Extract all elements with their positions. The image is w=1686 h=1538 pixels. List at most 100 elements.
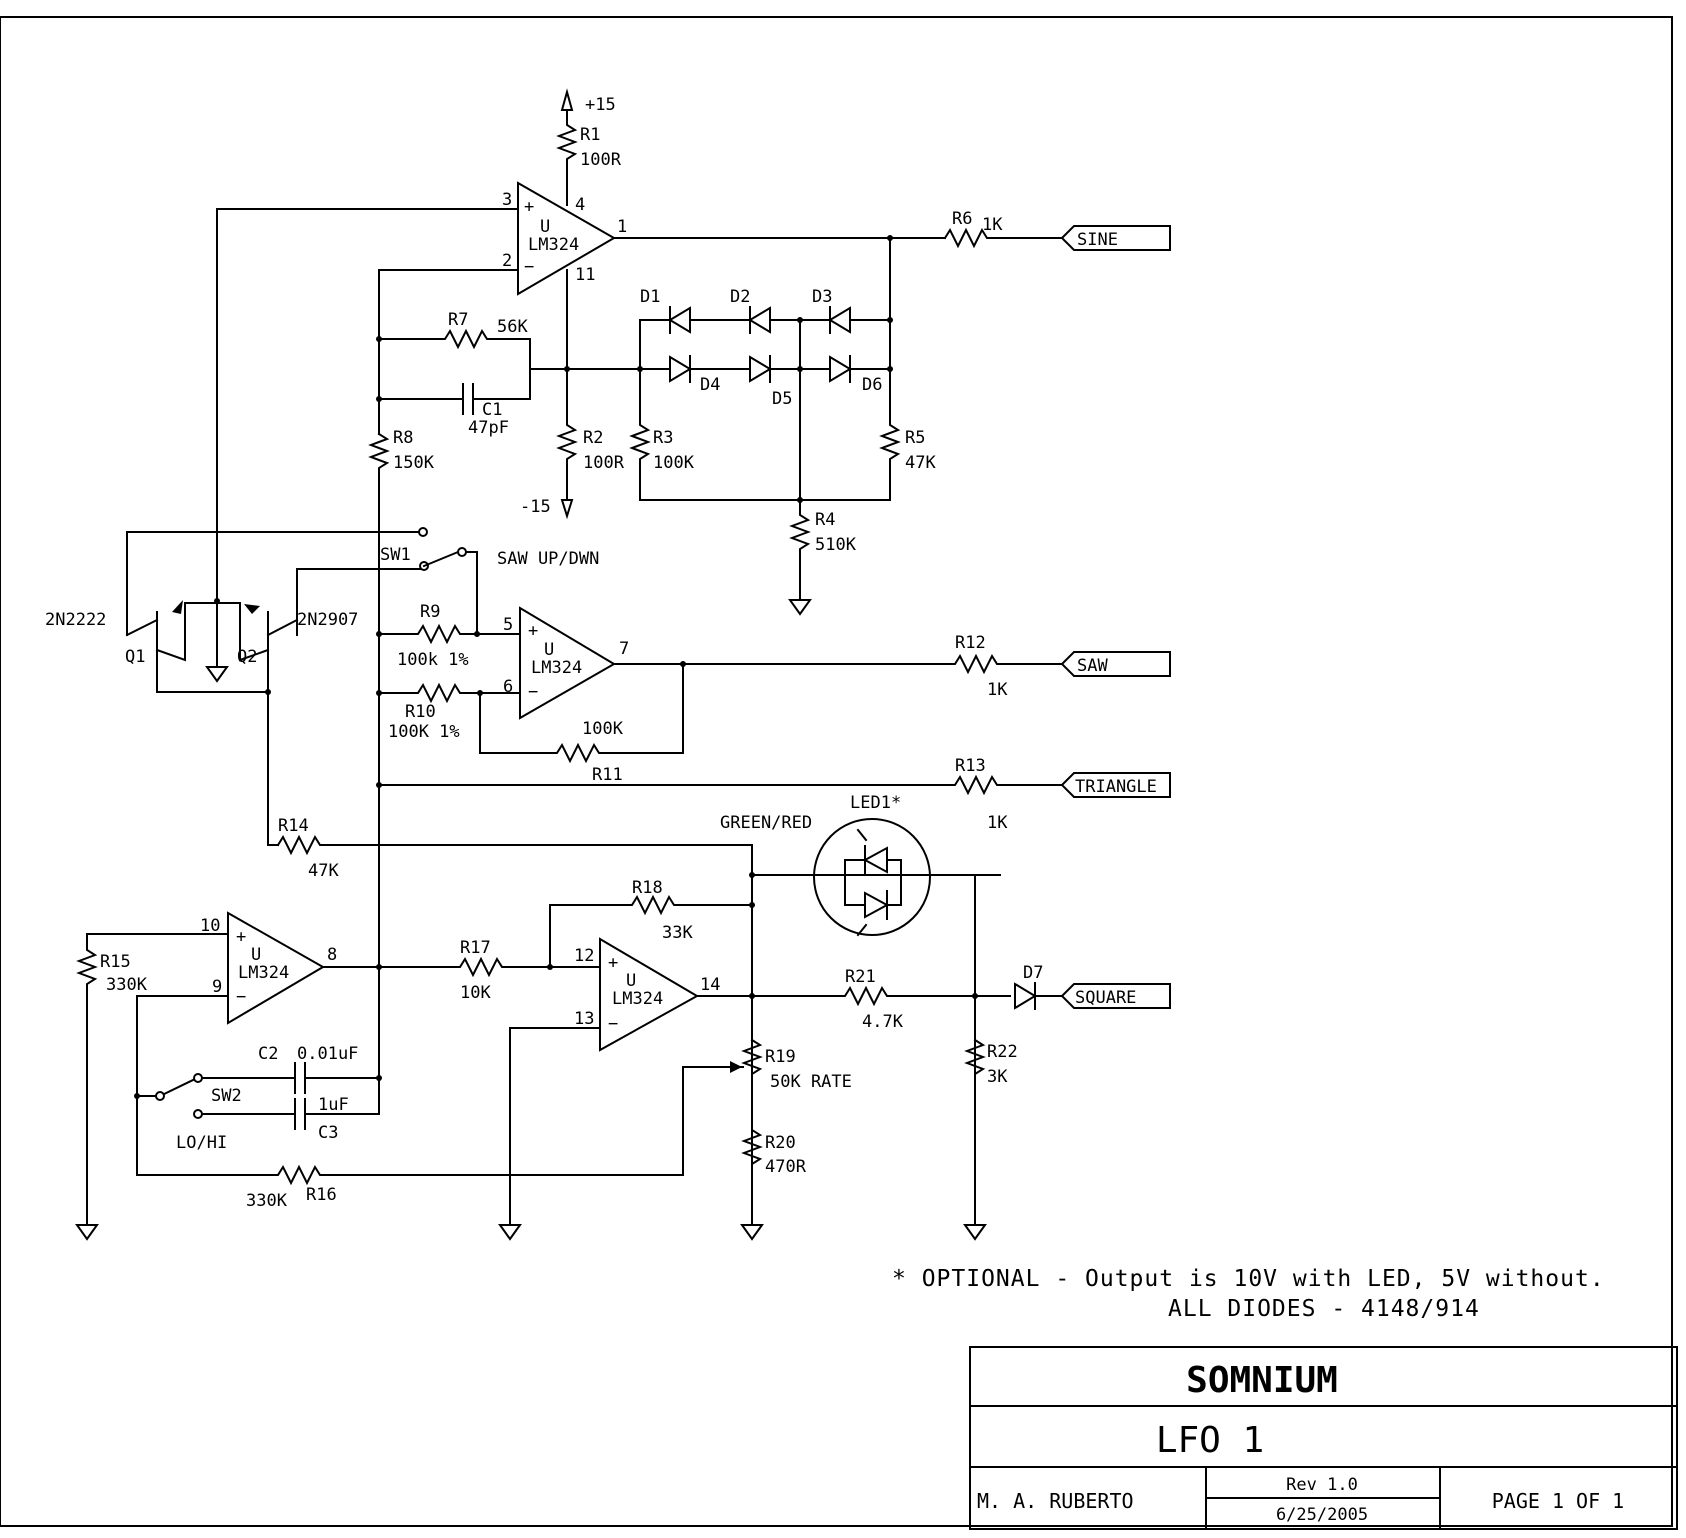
part-label: 2N2907 [297, 610, 358, 630]
opamp-u-bl [227, 911, 325, 1025]
author: M. A. RUBERTO [977, 1489, 1134, 1513]
resistor-r4 [789, 499, 811, 601]
ref-label: D6 [862, 375, 882, 395]
wire [929, 874, 976, 1234]
resistor-r6 [943, 227, 1063, 249]
ref-label: R19 [765, 1047, 796, 1067]
ref-label: R8 [393, 428, 413, 448]
value-label: 1uF [318, 1095, 349, 1115]
output-port-triangle [1060, 772, 1171, 798]
opamp-u-mid [519, 606, 616, 720]
switch-sw2[interactable] [136, 1078, 195, 1097]
wire [465, 551, 478, 635]
value-label: 510K [815, 535, 857, 555]
ref-label: LED1* [850, 793, 901, 813]
ref-label: D3 [812, 287, 832, 307]
capacitor-c2 [201, 1062, 380, 1094]
ref-label: R14 [278, 816, 309, 836]
ref-label: R20 [765, 1133, 796, 1153]
resistor-r7 [378, 328, 531, 400]
resistor-r15 [76, 933, 229, 1226]
ground-icon [75, 1224, 99, 1241]
ref-label: D7 [1023, 963, 1043, 983]
ref-label: R10 [405, 702, 436, 722]
value-label: 330K [106, 975, 148, 995]
value-label: 56K [497, 317, 528, 337]
ref-label: R16 [306, 1185, 337, 1205]
ref-label: D1 [640, 287, 660, 307]
pin-label: 4 [575, 195, 585, 215]
value-label: 50K RATE [770, 1072, 852, 1092]
opamp-u-top [517, 181, 616, 296]
diode-d4 [669, 355, 692, 383]
power-plus-icon [560, 88, 574, 111]
opamp-part-label: LM324 [531, 658, 582, 678]
ref-label: R18 [632, 878, 663, 898]
pin-label: 8 [327, 945, 337, 965]
ground-icon [788, 599, 812, 616]
ref-label: R21 [845, 967, 876, 987]
note-optional: * OPTIONAL - Output is 10V with LED, 5V … [892, 1266, 1605, 1292]
junction-dot [564, 366, 570, 372]
title-block-grid [969, 1405, 1678, 1530]
junction-dot [547, 964, 553, 970]
supply-label: +15 [585, 95, 616, 115]
opamp-unit-label: U [251, 945, 261, 965]
pin-label: 2 [502, 251, 512, 271]
value-label: 47K [308, 861, 339, 881]
pin-label: 1 [617, 217, 627, 237]
wire [509, 1027, 601, 1226]
revision: Rev 1.0 [1286, 1475, 1358, 1495]
ground-icon [963, 1224, 987, 1241]
ref-label: R4 [815, 510, 835, 530]
opamp-plus-sign: + [236, 927, 246, 947]
title-block [969, 1346, 1678, 1530]
pin-label: 13 [574, 1009, 594, 1029]
company-name: SOMNIUM [1186, 1360, 1338, 1401]
pin-label: 14 [700, 975, 720, 995]
ref-label: D4 [700, 375, 720, 395]
diode-d5 [749, 355, 772, 383]
ref-label: R7 [448, 310, 468, 330]
transistor-pair [125, 602, 299, 662]
value-label: 150K [393, 453, 435, 473]
switch-contact [155, 1091, 165, 1101]
wire [267, 691, 279, 846]
wire [136, 995, 229, 1176]
resistor-r21 [696, 985, 1011, 1007]
port-label: SAW [1077, 656, 1108, 676]
opamp-unit-label: U [544, 640, 554, 660]
ref-label: R15 [100, 952, 131, 972]
ref-label: R13 [955, 756, 986, 776]
transistor-arrow [172, 600, 183, 614]
value-label: 0.01uF [297, 1044, 358, 1064]
ref-label: D5 [772, 389, 792, 409]
opamp-unit-label: U [540, 217, 550, 237]
opamp-unit-label: U [626, 971, 636, 991]
resistor-r8 [368, 432, 390, 1076]
pin-label: 6 [503, 677, 513, 697]
ref-label: R9 [420, 602, 440, 622]
switch-sw1[interactable] [422, 550, 460, 568]
value-label: GREEN/RED [720, 813, 812, 833]
opamp-plus-sign: + [528, 621, 538, 641]
port-label: TRIANGLE [1075, 777, 1157, 797]
port-label: SQUARE [1075, 988, 1136, 1008]
wire [216, 208, 519, 602]
ref-label: SW1 [380, 545, 411, 565]
transistor-arrow [244, 604, 260, 614]
drawing-title: LFO 1 [1156, 1420, 1264, 1461]
switch-contact [418, 527, 428, 537]
value-label: 1K [987, 680, 1008, 700]
led-diode-icon [864, 891, 890, 919]
power-minus-icon [560, 499, 574, 520]
resistor-r14 [276, 834, 753, 1216]
switch-contact [193, 1109, 203, 1119]
ref-label: R6 [952, 209, 972, 229]
opamp-part-label: LM324 [612, 989, 663, 1009]
value-label: 1K [982, 215, 1003, 235]
switch-contact [457, 547, 467, 557]
junction-dot [887, 366, 893, 372]
value-label: LO/HI [176, 1133, 227, 1153]
ref-label: D2 [730, 287, 750, 307]
